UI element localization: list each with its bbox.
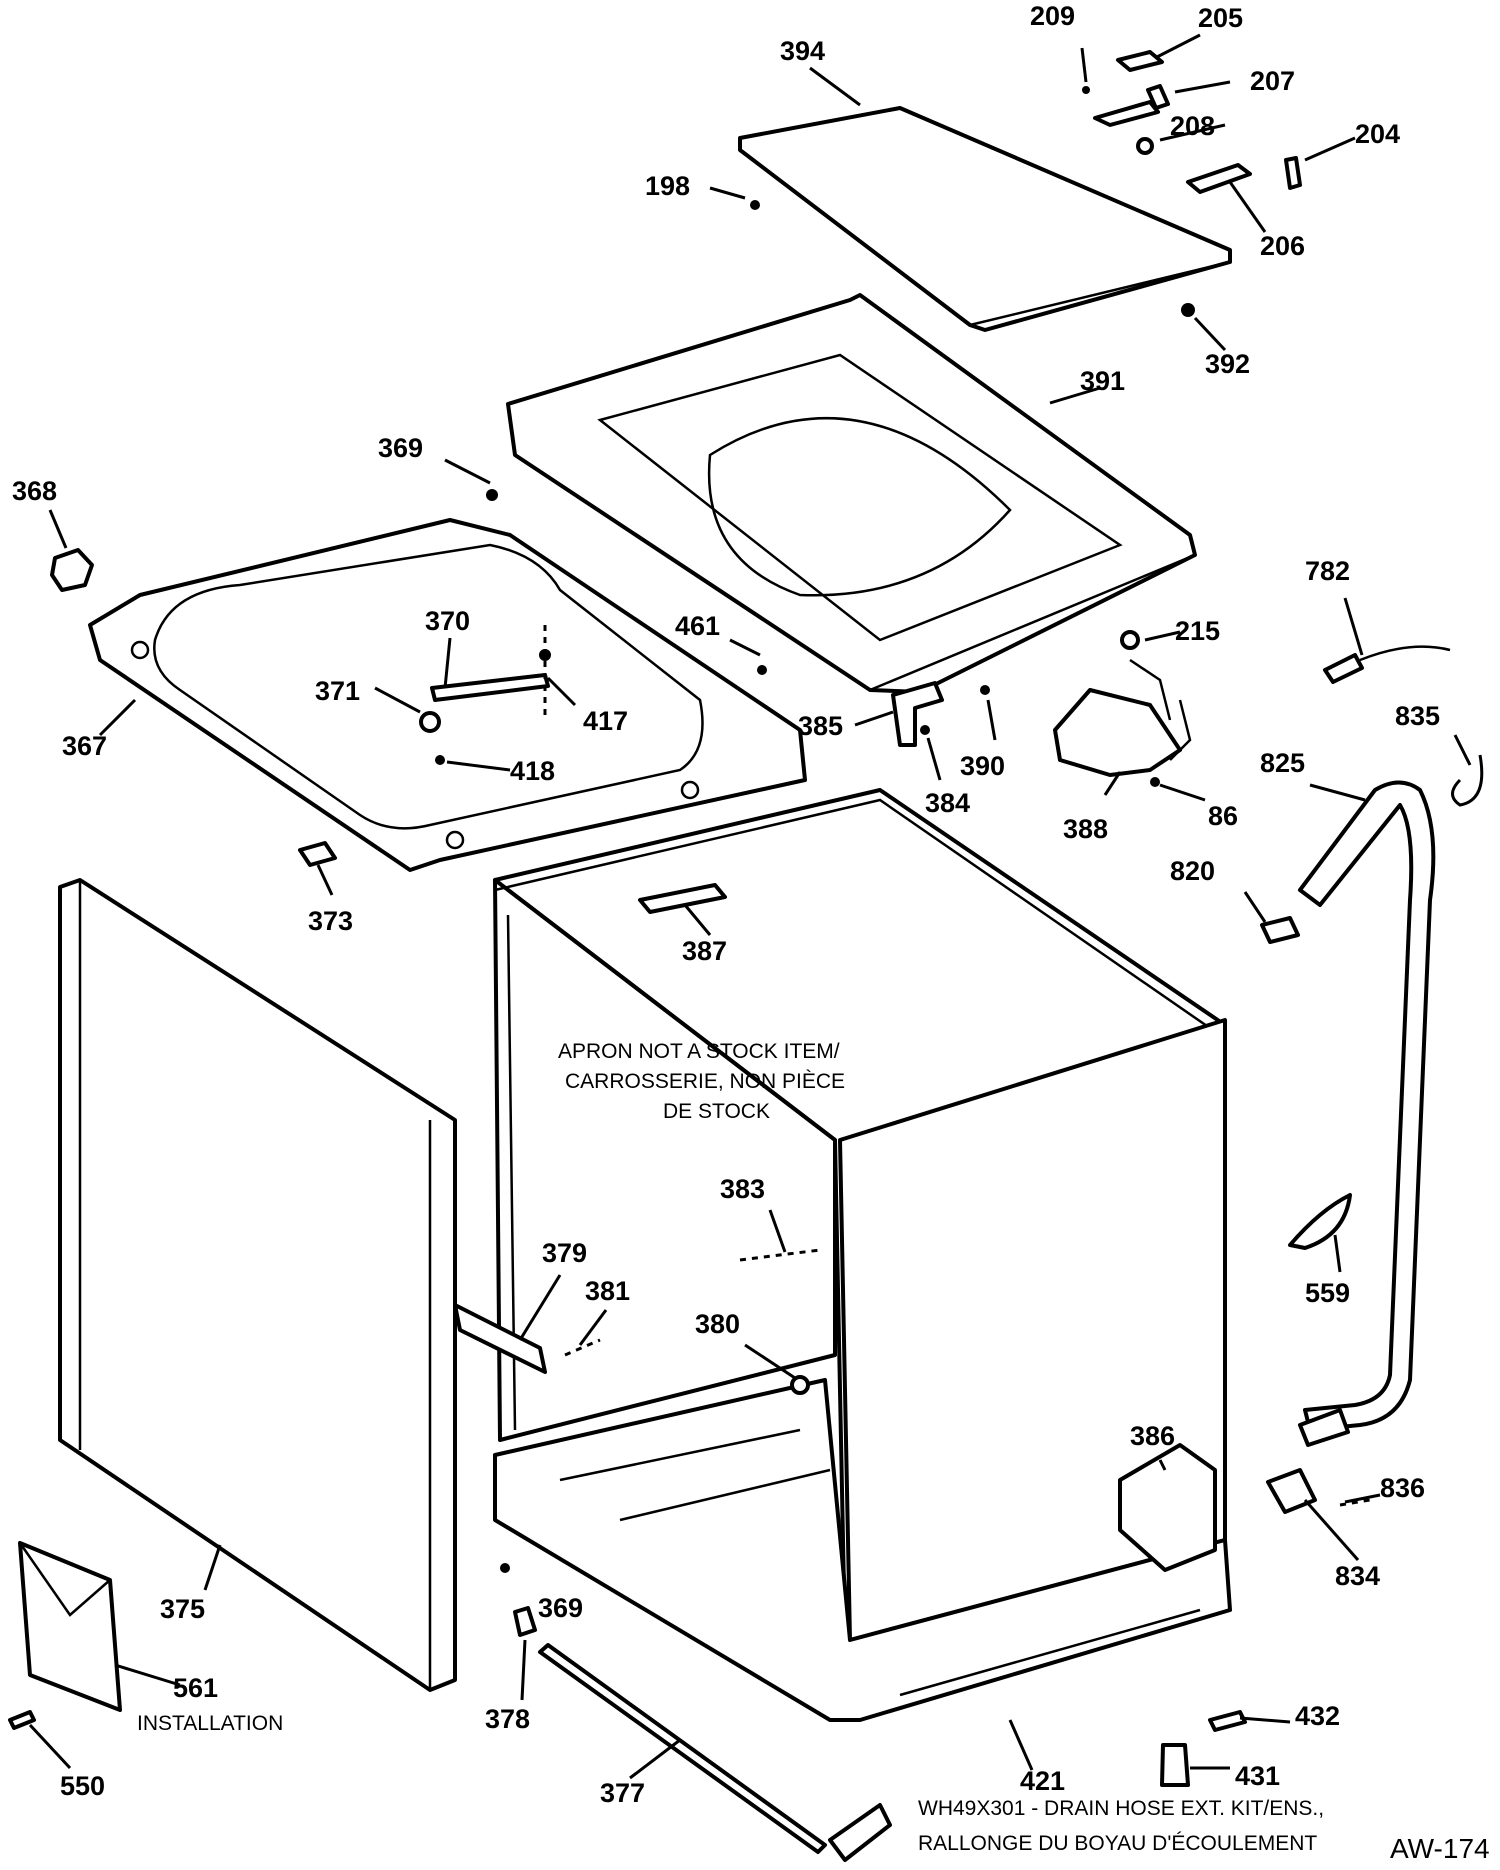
clamp-835 — [1451, 754, 1484, 807]
apron-note-line2: CARROSSERIE, NON PIÈCE — [565, 1070, 845, 1093]
switch-388 — [1053, 630, 1192, 787]
callout-209: 209 — [1030, 1, 1075, 31]
part-559 — [1288, 1193, 1352, 1250]
front-panel-375 — [58, 878, 457, 1692]
drain-note-line2: RALLONGE DU BOYAU D'ÉCOULEMENT — [918, 1832, 1317, 1855]
callout-418: 418 — [510, 756, 555, 786]
top-cover-391 — [506, 293, 1197, 694]
drain-note-line1: WH49X301 - DRAIN HOSE EXT. KIT/ENS., — [918, 1797, 1324, 1820]
leader-lines — [28, 33, 1472, 1780]
callout-378: 378 — [485, 1704, 530, 1734]
rod-377 — [500, 1563, 892, 1862]
callout-394: 394 — [780, 36, 825, 66]
callout-205: 205 — [1198, 3, 1243, 33]
callout-383: 383 — [720, 1174, 765, 1204]
drawing-id: AW-174 — [1390, 1833, 1490, 1864]
apron-note-line3: DE STOCK — [663, 1100, 770, 1123]
callout-381: 381 — [585, 1276, 630, 1306]
callout-369b: 369 — [538, 1593, 583, 1623]
callout-380: 380 — [695, 1309, 740, 1339]
callout-392: 392 — [1205, 349, 1250, 379]
callout-386: 386 — [1130, 1421, 1175, 1451]
part-386 — [1118, 1443, 1217, 1572]
callout-375: 375 — [160, 1594, 205, 1624]
callout-368: 368 — [12, 476, 57, 506]
base-421 — [493, 1378, 1232, 1722]
callout-206: 206 — [1260, 231, 1305, 261]
callout-208: 208 — [1170, 111, 1215, 141]
notes: APRON NOT A STOCK ITEM/ CARROSSERIE, NON… — [137, 1040, 1490, 1864]
callouts: 209 205 394 207 208 204 198 206 392 391 … — [12, 1, 1440, 1808]
installation-kit-561 — [18, 1541, 122, 1712]
callout-387: 387 — [682, 936, 727, 966]
bracket-373 — [298, 841, 337, 867]
clip-368 — [50, 548, 94, 592]
apron-note-line1: APRON NOT A STOCK ITEM/ — [558, 1040, 840, 1063]
callout-204: 204 — [1355, 119, 1400, 149]
cord-782 — [1323, 645, 1451, 684]
callout-207: 207 — [1250, 66, 1295, 96]
bracket-385 — [891, 681, 990, 747]
callout-836: 836 — [1380, 1473, 1425, 1503]
part-834 — [1266, 1468, 1371, 1514]
callout-384: 384 — [925, 788, 970, 818]
callout-432: 432 — [1295, 1701, 1340, 1731]
rail-379 — [453, 1248, 821, 1395]
screw-550 — [8, 1710, 36, 1730]
callout-835: 835 — [1395, 701, 1440, 731]
callout-370: 370 — [425, 606, 470, 636]
callout-782: 782 — [1305, 556, 1350, 586]
callout-391: 391 — [1080, 366, 1125, 396]
callout-215: 215 — [1175, 616, 1220, 646]
callout-367: 367 — [62, 731, 107, 761]
drain-hose-825 — [1298, 780, 1436, 1447]
callout-825: 825 — [1260, 748, 1305, 778]
callout-369a: 369 — [378, 433, 423, 463]
hinge-parts — [750, 50, 1302, 317]
callout-421: 421 — [1020, 1766, 1065, 1796]
callout-431: 431 — [1235, 1761, 1280, 1791]
callout-379: 379 — [542, 1238, 587, 1268]
callout-834: 834 — [1335, 1561, 1380, 1591]
callout-198: 198 — [645, 171, 690, 201]
callout-371: 371 — [315, 676, 360, 706]
fitting-431 — [1160, 1710, 1247, 1787]
callout-820: 820 — [1170, 856, 1215, 886]
installation-label: INSTALLATION — [137, 1712, 283, 1735]
callout-461: 461 — [675, 611, 720, 641]
callout-550: 550 — [60, 1771, 105, 1801]
part-387 — [638, 883, 727, 914]
callout-86: 86 — [1208, 801, 1238, 831]
rod-370-parts — [419, 489, 767, 765]
callout-388: 388 — [1063, 814, 1108, 844]
clip-820 — [1260, 916, 1300, 944]
callout-559: 559 — [1305, 1278, 1350, 1308]
lid-394 — [738, 106, 1232, 332]
callout-373: 373 — [308, 906, 353, 936]
callout-385: 385 — [798, 711, 843, 741]
callout-377: 377 — [600, 1778, 645, 1808]
callout-390: 390 — [960, 751, 1005, 781]
callout-417: 417 — [583, 706, 628, 736]
callout-561: 561 — [173, 1673, 218, 1703]
